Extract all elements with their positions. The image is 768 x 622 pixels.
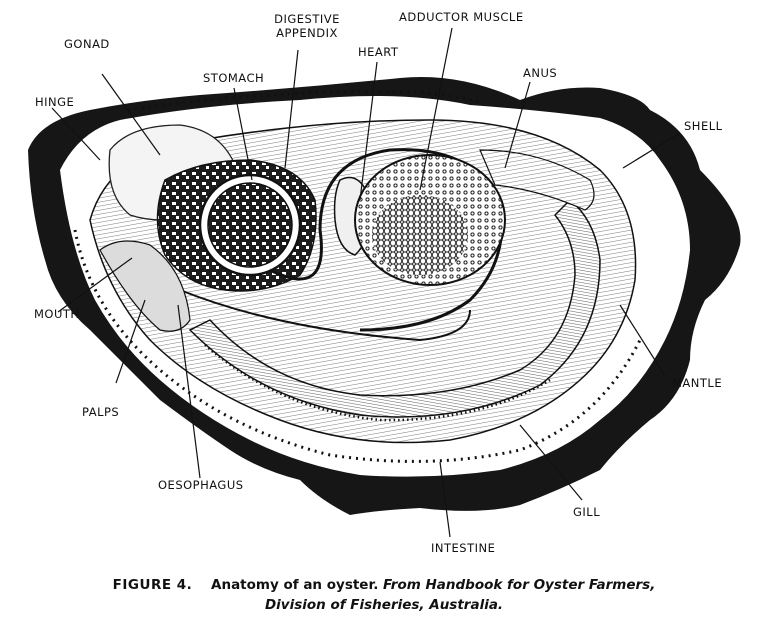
stomach-interior xyxy=(207,182,293,268)
adductor-core xyxy=(372,195,468,275)
leader-mantle xyxy=(619,304,666,377)
label-digestive-appendix: DIGESTIVE APPENDIX xyxy=(262,12,352,40)
intestine-lower xyxy=(179,289,471,342)
label-anus: ANUS xyxy=(523,66,558,80)
caption-line1: FIGURE 4. Anatomy of an oyster. From Han… xyxy=(0,575,768,595)
label-palps: PALPS xyxy=(82,405,120,419)
leader-shell xyxy=(622,132,681,169)
leader-gonad xyxy=(101,73,161,156)
label-oesophagus: OESOPHAGUS xyxy=(158,478,244,492)
label-intestine: INTESTINE xyxy=(431,541,496,555)
leader-lines xyxy=(51,27,681,538)
leader-gill xyxy=(519,424,583,501)
caption-title: Anatomy of an oyster. xyxy=(211,577,379,593)
label-heart: HEART xyxy=(358,45,399,59)
label-gill: GILL xyxy=(573,505,601,519)
leader-oesophagus xyxy=(177,304,201,479)
label-hinge: HINGE xyxy=(35,95,75,109)
label-digestive-appendix-line2: APPENDIX xyxy=(276,26,338,40)
caption-source-line1: From Handbook for Oyster Farmers, xyxy=(383,577,656,593)
leader-mouth xyxy=(57,257,133,313)
caption-line2: Division of Fisheries, Australia. xyxy=(0,595,768,615)
caption-figure-number: FIGURE 4. xyxy=(112,577,193,593)
label-shell: SHELL xyxy=(684,119,723,133)
label-stomach: STOMACH xyxy=(203,71,265,85)
leader-heart xyxy=(359,61,378,201)
leader-intestine xyxy=(439,461,451,538)
caption-source-line2: Division of Fisheries, Australia. xyxy=(264,597,504,613)
label-adductor-muscle: ADDUCTOR MUSCLE xyxy=(399,10,524,24)
oyster-anatomy-diagram xyxy=(28,27,741,538)
figure-caption: FIGURE 4. Anatomy of an oyster. From Han… xyxy=(0,575,768,615)
leader-stomach xyxy=(233,87,253,181)
label-digestive-appendix-line1: DIGESTIVE xyxy=(274,12,340,26)
leader-hinge xyxy=(51,107,101,161)
leader-digestive-appendix xyxy=(284,49,299,169)
mantle-fringe xyxy=(73,229,642,463)
label-mouth: MOUTH xyxy=(34,307,80,321)
label-gonad: GONAD xyxy=(64,37,110,51)
leader-adductor-muscle xyxy=(419,27,453,191)
label-mantle: MANTLE xyxy=(672,376,723,390)
palps-region xyxy=(99,240,191,332)
leader-anus xyxy=(504,81,531,169)
anus-region xyxy=(479,149,595,211)
leader-palps xyxy=(115,299,146,384)
